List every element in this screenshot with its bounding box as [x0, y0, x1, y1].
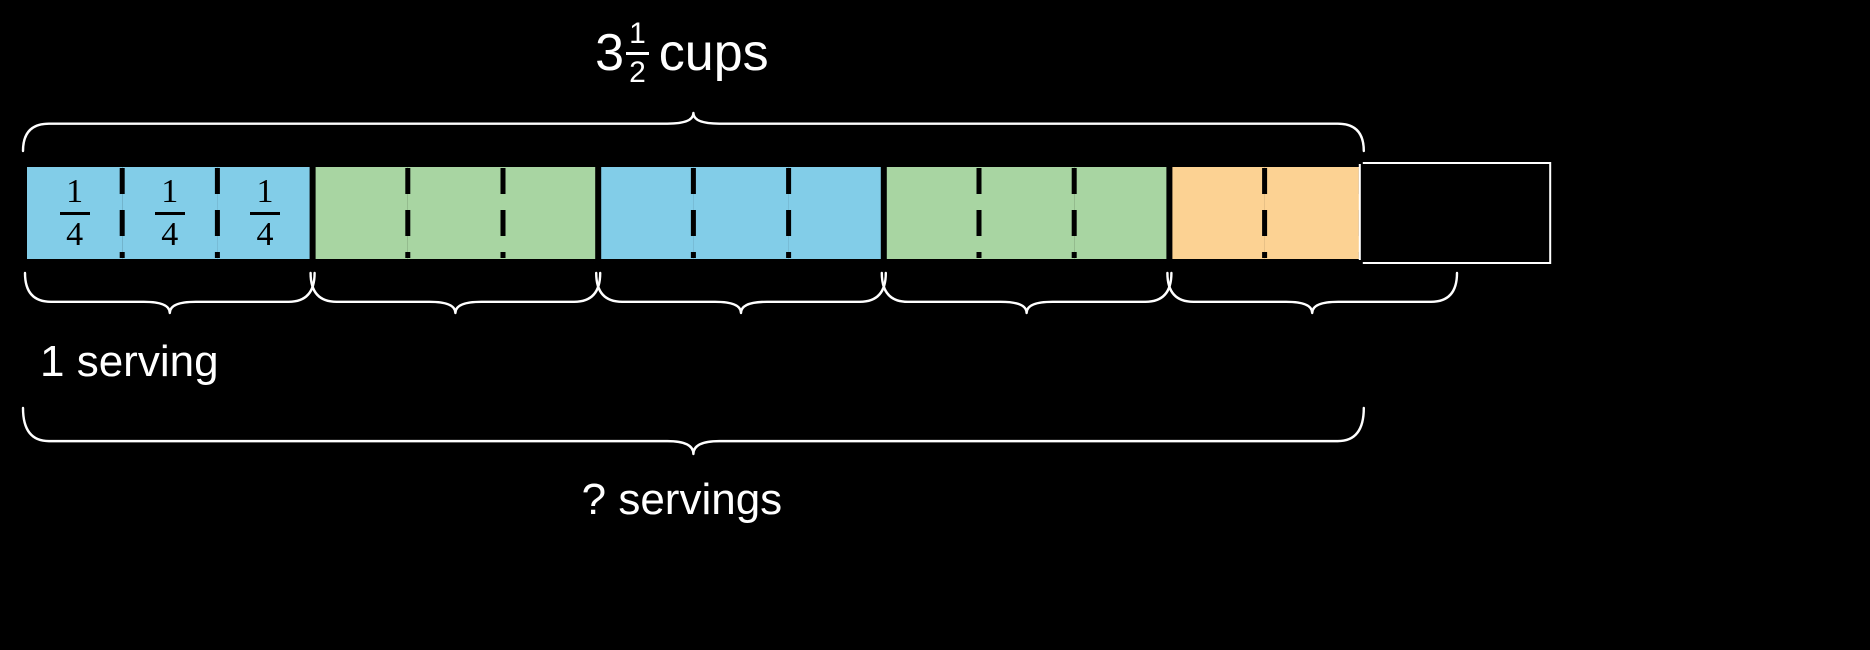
- bar-cell-green: [503, 167, 599, 259]
- bar-cell-orange: [1264, 167, 1360, 259]
- cell-fraction-numerator: 1: [161, 172, 179, 210]
- cell-fraction-numerator: 1: [66, 172, 84, 210]
- cell-fraction-bar: [249, 211, 280, 215]
- top-fraction-numerator: 1: [629, 17, 646, 50]
- bar-cell-blue: [788, 167, 884, 259]
- brace-serving-group-4: [880, 271, 1173, 315]
- top-fraction: 1 2: [626, 18, 649, 88]
- bar-cell-green: [312, 167, 408, 259]
- cell-fraction-bar: [59, 211, 90, 215]
- brace-serving-group-5: [1166, 271, 1459, 315]
- bar-cell-empty: [1455, 167, 1551, 259]
- bar-cell-orange: [1169, 167, 1265, 259]
- bar-cell-blue: [598, 167, 694, 259]
- bar-cell-green: [883, 167, 979, 259]
- brace-total-servings: [21, 406, 1365, 456]
- one-serving-label: 1 serving: [40, 337, 219, 386]
- top-unit-label: cups: [658, 24, 769, 82]
- top-measure-label: 3 1 2 cups: [0, 18, 1364, 88]
- top-fraction-denominator: 2: [629, 55, 646, 89]
- brace-serving-group-2: [309, 271, 602, 315]
- brace-total-cups: [21, 111, 1365, 153]
- brace-serving-group-3: [595, 271, 887, 315]
- cell-fraction-denominator: 4: [256, 215, 274, 253]
- top-whole-number: 3: [595, 24, 625, 82]
- fraction-bar: [626, 51, 649, 55]
- bar-cell-green: [1074, 167, 1170, 259]
- total-servings-label: ? servings: [581, 475, 783, 524]
- cell-fraction-numerator: 1: [256, 172, 274, 210]
- bar-cell-green: [979, 167, 1075, 259]
- cell-fraction-denominator: 4: [161, 215, 179, 253]
- cell-fraction-denominator: 4: [66, 215, 84, 253]
- bar-cell-empty: [1359, 167, 1455, 259]
- cell-fraction-bar: [154, 211, 185, 215]
- brace-serving-group-1: [23, 271, 316, 315]
- bar-outline-empty: [1358, 162, 1552, 264]
- bar-cell-green: [407, 167, 503, 259]
- bar-cell-blue: [693, 167, 789, 259]
